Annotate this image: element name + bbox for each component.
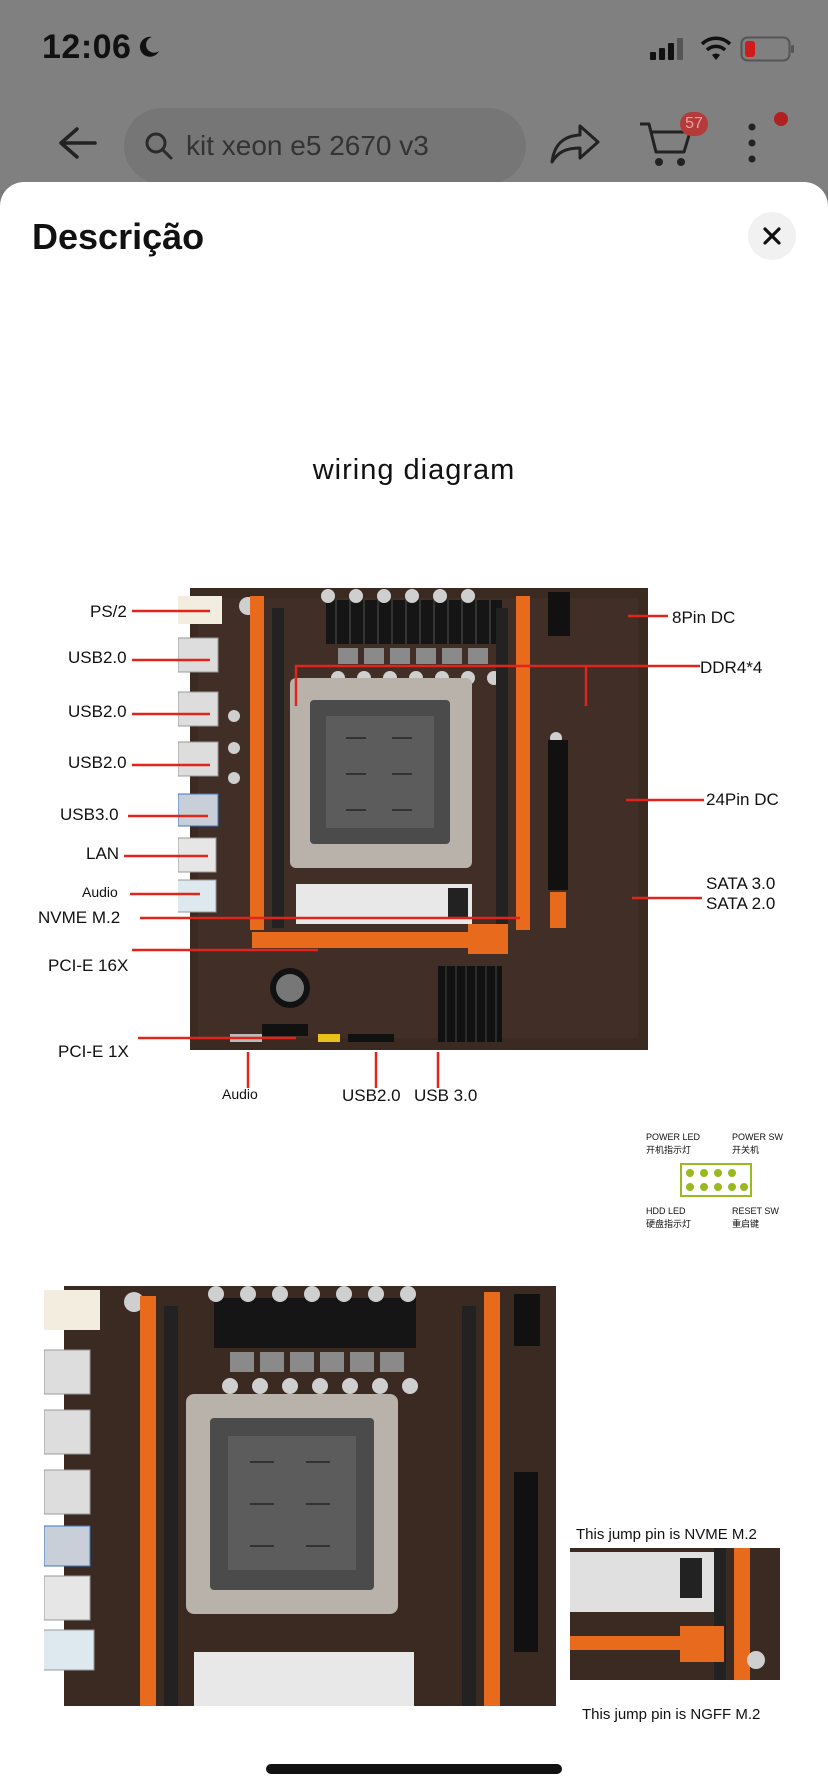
moon-icon	[139, 36, 159, 57]
label-power-sw: POWER SW	[732, 1132, 783, 1142]
label-usb20-b: USB2.0	[68, 702, 127, 721]
front-panel-pins	[680, 1163, 752, 1197]
label-nvme: NVME M.2	[38, 908, 121, 927]
label-usb20-bottom: USB2.0	[342, 1086, 401, 1105]
label-8pin: 8Pin DC	[672, 608, 736, 627]
wifi-icon	[700, 36, 732, 60]
label-ddr4: DDR4*4	[700, 658, 763, 677]
motherboard-photo-2	[44, 1286, 556, 1706]
description-sheet: Descrição wiring diagram	[0, 182, 828, 1792]
share-icon[interactable]	[548, 118, 604, 168]
close-button[interactable]	[748, 212, 796, 260]
search-bar[interactable]: kit xeon e5 2670 v3	[124, 108, 526, 184]
label-power-led: POWER LED	[646, 1132, 701, 1142]
back-button[interactable]	[52, 118, 102, 168]
jump-caption-1: This jump pin is NVME M.2	[576, 1526, 757, 1543]
label-pcie1: PCI-E 1X	[58, 1042, 129, 1061]
close-icon	[763, 227, 781, 245]
label-usb30-bottom: USB 3.0	[414, 1086, 478, 1105]
label-sata3: SATA 3.0	[706, 874, 776, 893]
label-usb30: USB3.0	[60, 805, 119, 824]
front-panel-diagram: POWER LED 开机指示灯 POWER SW 开关机 HDD LED 硬盘指…	[644, 1132, 794, 1262]
label-usb20-a: USB2.0	[68, 648, 127, 667]
more-options-icon[interactable]	[742, 116, 762, 170]
label-hdd-led-cn: 硬盘指示灯	[646, 1219, 692, 1229]
label-ps2: PS/2	[90, 602, 127, 621]
label-audio-left: Audio	[82, 884, 118, 900]
label-power-led-cn: 开机指示灯	[646, 1145, 692, 1155]
jump-caption-2: This jump pin is NGFF M.2	[582, 1706, 761, 1723]
label-lan: LAN	[86, 844, 120, 863]
status-bar: 12:06	[0, 0, 828, 100]
top-nav-bar: kit xeon e5 2670 v3 57	[0, 100, 828, 190]
label-24pin: 24Pin DC	[706, 790, 779, 809]
search-icon	[145, 132, 173, 160]
cart-count-badge: 57	[680, 112, 708, 136]
label-hdd-led: HDD LED	[646, 1206, 686, 1216]
status-time: 12:06	[42, 28, 132, 66]
notification-dot	[774, 112, 788, 126]
search-query-text: kit xeon e5 2670 v3	[186, 130, 429, 161]
home-indicator[interactable]	[266, 1764, 562, 1774]
cellular-signal-icon	[650, 38, 683, 60]
callout-lines	[124, 609, 704, 1088]
arrow-left-icon	[59, 127, 97, 159]
label-usb20-c: USB2.0	[68, 753, 127, 772]
diagram-title: wiring diagram	[312, 454, 516, 486]
label-sata2: SATA 2.0	[706, 894, 776, 913]
sheet-title: Descrição	[32, 216, 205, 257]
battery-low-icon	[740, 36, 794, 62]
label-pcie16: PCI-E 16X	[48, 956, 129, 975]
label-reset-sw: RESET SW	[732, 1206, 779, 1216]
label-reset-sw-cn: 重启键	[732, 1219, 760, 1229]
label-audio-bottom: Audio	[222, 1086, 258, 1102]
jump-pin-inset-image	[570, 1548, 780, 1680]
label-power-sw-cn: 开关机	[732, 1145, 760, 1155]
